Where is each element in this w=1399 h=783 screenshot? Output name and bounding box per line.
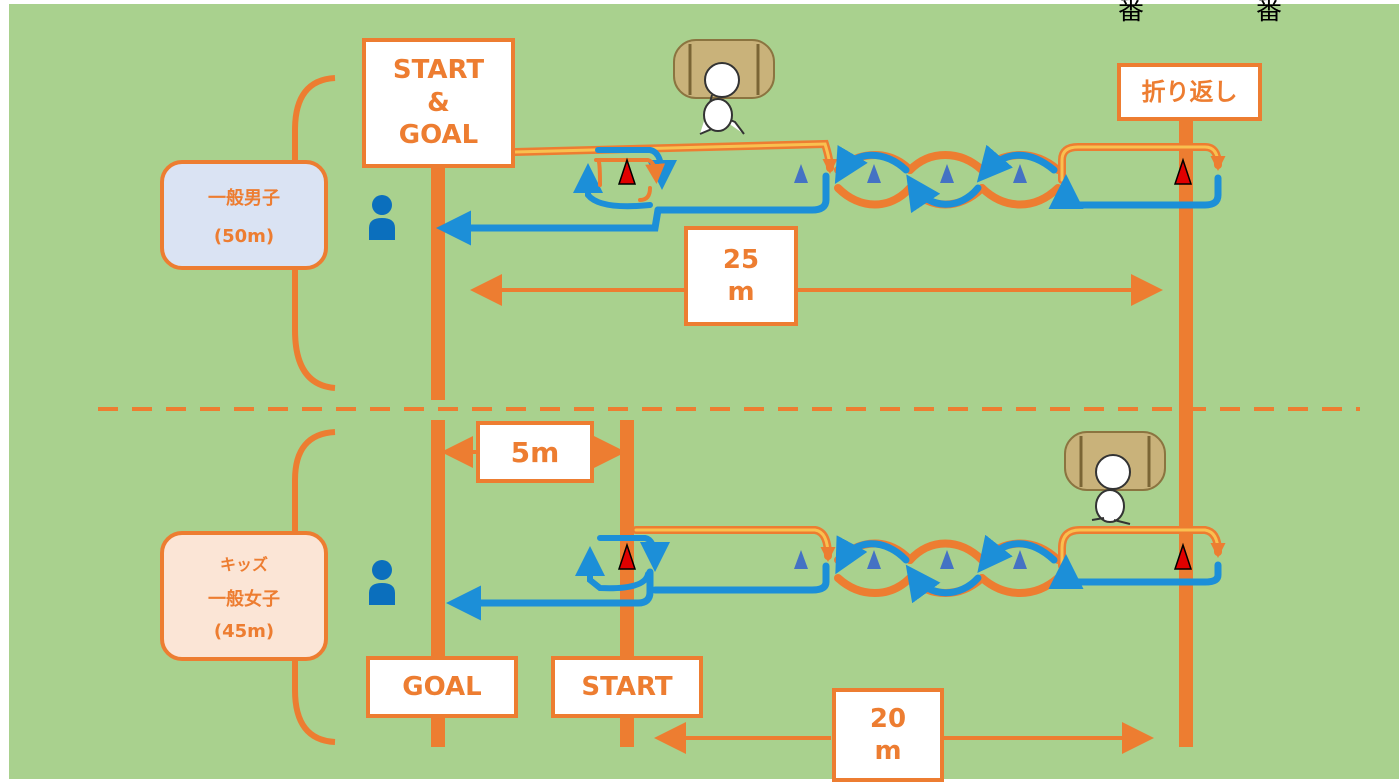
bracket-lower [292, 429, 336, 745]
category-kids-women: キッズ 一般女子 (45m) [160, 531, 328, 661]
person-icon [369, 195, 395, 240]
turn-label: 折り返し [1117, 63, 1262, 121]
distance-25m-label: 25 m [684, 226, 798, 326]
header-mark-1: 番 [1118, 0, 1145, 26]
category-lower-distance: (45m) [213, 620, 275, 642]
blue-cone-icon [794, 164, 1027, 569]
offset-5m-label: 5m [476, 421, 594, 483]
category-kids-name: キッズ [219, 554, 268, 574]
category-men-name: 一般男子 [208, 187, 280, 209]
rice-bale-runner-icon [673, 39, 775, 135]
person-icon [369, 560, 395, 605]
category-men: 一般男子 (50m) [160, 160, 328, 270]
category-women-name: 一般女子 [208, 588, 280, 610]
category-men-distance: (50m) [213, 225, 275, 247]
start-goal-label: START & GOAL [362, 38, 515, 168]
distance-20m-label: 20 m [832, 688, 944, 782]
rice-bale-runner-icon [1064, 431, 1166, 525]
goal-label: GOAL [366, 656, 518, 718]
red-cone-icon [617, 157, 1193, 570]
header-mark-2: 番 [1256, 0, 1283, 26]
start-label: START [551, 656, 703, 718]
